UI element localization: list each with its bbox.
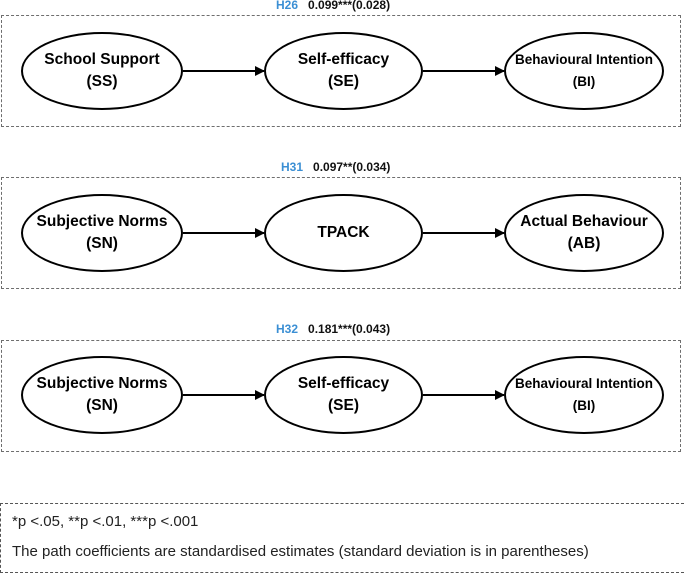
node-behavioural-intention: Behavioural Intention(BI) — [504, 32, 664, 110]
significance-note: *p <.05, **p <.01, ***p <.001 — [12, 513, 199, 530]
path-1-label: H26 0.099***(0.028) — [276, 0, 390, 12]
path-2-label: H31 0.097**(0.034) — [281, 160, 390, 174]
hypothesis-label: H31 — [281, 160, 304, 174]
node-behavioural-intention: Behavioural Intention(BI) — [504, 356, 664, 434]
hypothesis-label: H26 — [276, 0, 299, 12]
path-panel-h31 — [1, 177, 681, 289]
path-coefficient: 0.097**(0.034) — [313, 160, 391, 174]
coefficient-note: The path coefficients are standardised e… — [12, 543, 589, 560]
path-panel-h32 — [1, 340, 681, 452]
path-panel-h26 — [1, 15, 681, 127]
path-coefficient: 0.099***(0.028) — [308, 0, 391, 12]
path-coefficient: 0.181***(0.043) — [308, 322, 391, 336]
node-subjective-norms: Subjective Norms(SN) — [21, 194, 183, 272]
node-actual-behaviour: Actual Behaviour(AB) — [504, 194, 664, 272]
path-3-label: H32 0.181***(0.043) — [276, 322, 390, 336]
hypothesis-label: H32 — [276, 322, 299, 336]
node-subjective-norms: Subjective Norms(SN) — [21, 356, 183, 434]
node-self-efficacy: Self-efficacy(SE) — [264, 32, 423, 110]
notes-box: *p <.05, **p <.01, ***p <.001 The path c… — [0, 503, 684, 573]
node-self-efficacy: Self-efficacy(SE) — [264, 356, 423, 434]
node-tpack: TPACK — [264, 194, 423, 272]
node-school-support: School Support(SS) — [21, 32, 183, 110]
